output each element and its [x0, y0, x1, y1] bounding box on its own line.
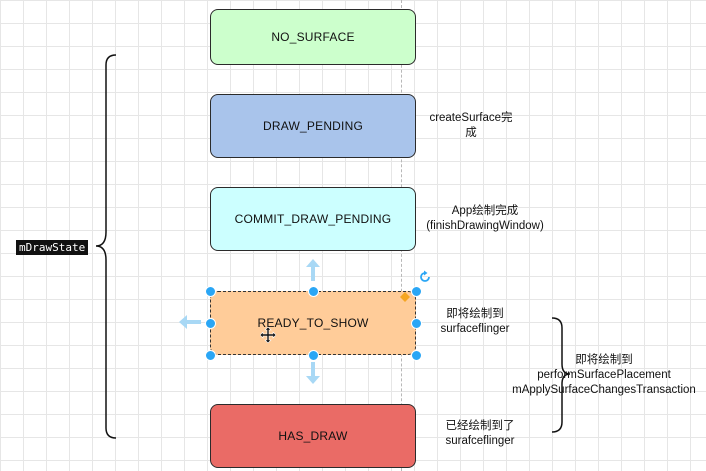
resize-handle-ne[interactable]: [411, 286, 422, 297]
resize-handle-e[interactable]: [411, 318, 422, 329]
note-line: 即将绘制到: [575, 354, 633, 366]
connect-arrow-up-icon[interactable]: [304, 258, 322, 282]
right-brace: [551, 317, 571, 433]
state-no-surface-label: NO_SURFACE: [271, 30, 355, 44]
note-line: mApplySurfaceChangesTransaction: [512, 384, 696, 396]
state-draw-pending-label: DRAW_PENDING: [263, 119, 363, 133]
note-line: surfaceflinger: [440, 323, 510, 335]
state-commit-draw-pending-label: COMMIT_DRAW_PENDING: [234, 212, 392, 226]
note-line: 成: [465, 127, 477, 139]
corner-radius-handle-icon[interactable]: [400, 292, 410, 302]
note-commit-draw-pending: App绘制完成 (finishDrawingWindow): [420, 204, 550, 234]
resize-handle-s[interactable]: [308, 350, 319, 361]
state-ready-to-show-label: READY_TO_SHOW: [257, 316, 369, 330]
note-line: 已经绘制到了: [445, 420, 515, 432]
state-has-draw[interactable]: HAS_DRAW: [210, 404, 416, 468]
note-line: App绘制完成: [451, 205, 519, 217]
state-no-surface[interactable]: NO_SURFACE: [210, 9, 416, 65]
resize-handle-w[interactable]: [205, 318, 216, 329]
resize-handle-nw[interactable]: [205, 286, 216, 297]
note-line: 即将绘制到: [446, 308, 504, 320]
note-line: createSurface完: [429, 112, 513, 124]
state-commit-draw-pending[interactable]: COMMIT_DRAW_PENDING: [210, 187, 416, 251]
note-line: performSurfacePlacement: [537, 369, 671, 381]
connect-arrow-left-icon[interactable]: [178, 314, 202, 330]
note-ready-to-show: 即将绘制到 surfaceflinger: [430, 307, 520, 337]
state-draw-pending[interactable]: DRAW_PENDING: [210, 94, 416, 158]
note-draw-pending: createSurface完 成: [428, 111, 514, 141]
state-ready-to-show[interactable]: READY_TO_SHOW: [210, 291, 416, 355]
note-right-group: 即将绘制到 performSurfacePlacement mApplySurf…: [506, 353, 702, 398]
note-has-draw: 已经绘制到了 surafceflinger: [432, 419, 528, 449]
note-line: (finishDrawingWindow): [426, 220, 544, 232]
note-line: surafceflinger: [445, 435, 515, 447]
connect-arrow-down-icon[interactable]: [304, 361, 322, 385]
rotate-icon[interactable]: [418, 270, 432, 284]
resize-handle-se[interactable]: [411, 350, 422, 361]
mdrawstate-label: mDrawState: [16, 240, 89, 255]
left-brace: [95, 54, 117, 439]
move-cursor-icon: [260, 327, 276, 343]
state-has-draw-label: HAS_DRAW: [278, 429, 348, 443]
resize-handle-n[interactable]: [308, 286, 319, 297]
resize-handle-sw[interactable]: [205, 350, 216, 361]
